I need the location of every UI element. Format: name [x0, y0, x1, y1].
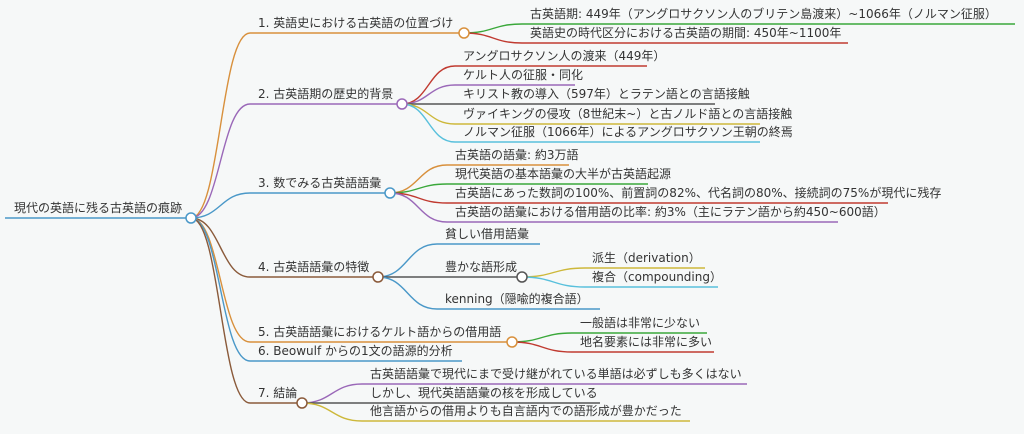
child-link: [511, 332, 707, 343]
branch-5-label[interactable]: 5. 古英語語彙におけるケルト語からの借用語: [258, 324, 501, 339]
child-link: [389, 192, 838, 223]
child-node-label[interactable]: 一般語は非常に少ない: [580, 315, 700, 330]
branch-link-4: [190, 217, 376, 278]
branch-4-collapse-toggle[interactable]: [372, 271, 384, 283]
child-link: [389, 183, 648, 194]
child-link: [377, 243, 540, 278]
branch-link-7: [190, 217, 300, 404]
subchild-link: [521, 276, 718, 288]
child-node-label[interactable]: 他言語からの借用よりも自言語内での語形成が豊かだった: [370, 403, 682, 418]
branch-6-label[interactable]: 6. Beowulf からの1文の語源的分析: [258, 343, 453, 358]
child-node-label[interactable]: kenning（隠喩的複合語）: [445, 291, 589, 306]
branch-2-collapse-toggle[interactable]: [396, 98, 408, 110]
child-node-label[interactable]: 古英語の語彙における借用語の比率: 約3%（主にラテン語から約450~600語）: [455, 204, 886, 219]
root-collapse-toggle[interactable]: [185, 212, 197, 224]
child-node-label[interactable]: 古英語語彙で現代にまで受け継がれている単語は必ずしも多くはない: [370, 366, 742, 381]
child-link: [463, 23, 1015, 34]
child-link: [301, 402, 690, 422]
child-link: [401, 103, 760, 143]
child-link: [389, 164, 569, 194]
child-link: [377, 276, 600, 310]
child-node-label[interactable]: 現代英語の基本語彙の大半が古英語起源: [455, 166, 671, 181]
subchild-node-label[interactable]: 複合（compounding）: [592, 269, 722, 284]
child-node-label[interactable]: 古英語の語彙: 約3万語: [455, 147, 579, 162]
child-node-label[interactable]: ノルマン征服（1066年）によるアングロサクソン王朝の終焉: [463, 124, 793, 139]
branch-2-label[interactable]: 2. 古英語期の歴史的背景: [258, 86, 393, 101]
child-link: [511, 341, 714, 353]
branch-link-3: [190, 192, 388, 219]
child-node-label[interactable]: ケルト人の征服・同化: [463, 68, 583, 82]
branch-link-2: [190, 103, 400, 219]
branch-link-6: [190, 217, 462, 362]
child-node-label[interactable]: 豊かな語形成: [445, 259, 517, 274]
branch-3-label[interactable]: 3. 数でみる古英語語彙: [258, 175, 381, 190]
branch-1-label[interactable]: 1. 英語史における古英語の位置づけ: [258, 15, 453, 30]
branch-7-label[interactable]: 7. 結論: [258, 385, 297, 400]
child-link: [463, 32, 848, 44]
root-node-label[interactable]: 現代の英語に残る古英語の痕跡: [14, 200, 182, 215]
child-node-label[interactable]: 古英語期: 449年（アングロサクソン人のブリテン島渡来）~1066年（ノルマン…: [530, 6, 997, 21]
child-node-label[interactable]: アングロサクソン人の渡来（449年）: [463, 48, 665, 63]
child-node-label[interactable]: キリスト教の導入（597年）とラテン語との言語接触: [463, 86, 750, 101]
child-node-label[interactable]: 地名要素には非常に多い: [580, 334, 712, 349]
branch-3-collapse-toggle[interactable]: [384, 187, 396, 199]
child-node-label[interactable]: 貧しい借用語彙: [445, 226, 529, 241]
child-node-label[interactable]: しかし、現代英語語彙の核を形成している: [370, 385, 598, 400]
subchild-link: [521, 267, 705, 278]
branch-link-1: [190, 32, 462, 219]
child-node-label[interactable]: ヴァイキングの侵攻（8世紀末~）と古ノルド語との言語接触: [463, 106, 792, 121]
subchild-node-label[interactable]: 派生（derivation）: [592, 251, 701, 265]
word-formation-collapse-toggle[interactable]: [516, 271, 528, 283]
branch-7-collapse-toggle[interactable]: [296, 397, 308, 409]
branch-5-collapse-toggle[interactable]: [506, 336, 518, 348]
child-node-label[interactable]: 英語史の時代区分における古英語の期間: 450年~1100年: [530, 25, 841, 40]
child-node-label[interactable]: 古英語にあった数詞の100%、前置詞の82%、代名詞の80%、接続詞の75%が現…: [455, 185, 941, 200]
branch-1-collapse-toggle[interactable]: [458, 27, 470, 39]
child-link: [401, 65, 647, 105]
branch-4-label[interactable]: 4. 古英語語彙の特徴: [258, 259, 369, 274]
